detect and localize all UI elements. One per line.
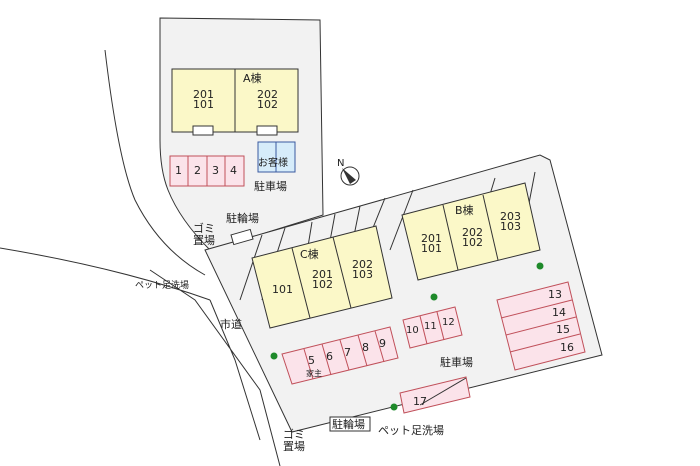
unit-b-203: 203	[500, 210, 521, 223]
parking-slots-10-12: 10 11 12	[402, 306, 463, 349]
unit-b-102: 102	[462, 236, 483, 249]
unit-c-103: 103	[352, 268, 373, 281]
bicycle-label-bottom: 駐輪場	[332, 417, 365, 431]
unit-c-201: 201	[312, 268, 333, 281]
guest-parking-label: お客様	[258, 156, 288, 169]
unit-b-201: 201	[421, 232, 442, 245]
tree-icons	[270, 262, 544, 411]
slot-7: 7	[344, 346, 351, 359]
unit-b-103: 103	[500, 220, 521, 233]
parking-slots-13-16: 13 14 15 16	[496, 281, 586, 371]
slot-1: 1	[175, 164, 182, 177]
slot-13: 13	[548, 288, 562, 301]
slot-8: 8	[362, 341, 369, 354]
parking-slots-1-4: 1 2 3 4	[169, 155, 245, 187]
unit-b-202: 202	[462, 226, 483, 239]
building-c-name: C棟	[300, 247, 319, 261]
slot-15: 15	[556, 323, 570, 336]
guest-parking: お客様	[257, 141, 296, 173]
north-arrow-icon: N	[337, 158, 360, 186]
bicycle-shed	[230, 228, 254, 246]
slot-17-label: 17	[413, 395, 427, 408]
pet-wash-label-left: ペット足洗場	[135, 279, 189, 291]
slot-6: 6	[326, 350, 333, 363]
unit-c-202: 202	[352, 258, 373, 271]
garbage-label-top-1: ゴミ	[193, 221, 215, 235]
unit-101: 101	[193, 98, 214, 111]
slot-14: 14	[552, 306, 566, 319]
garbage-label-top-2: 置場	[193, 234, 215, 247]
slot-4: 4	[230, 164, 237, 177]
slot-11: 11	[424, 321, 437, 332]
parking-label-lower: 駐車場	[440, 355, 473, 369]
svg-text:N: N	[337, 158, 344, 169]
slot-16: 16	[560, 341, 574, 354]
unit-102: 102	[257, 98, 278, 111]
building-a-name: A棟	[243, 71, 262, 85]
road-lines	[0, 49, 281, 466]
unit-202: 202	[257, 88, 278, 101]
unit-c-101: 101	[272, 283, 293, 296]
parking-slots-5-9: 5 6 7 8 9 家主	[281, 326, 399, 385]
parking-label-upper: 駐車場	[254, 179, 287, 193]
bicycle-shed-bottom	[329, 416, 371, 432]
unit-201: 201	[193, 88, 214, 101]
building-a: A棟 201 101 202 102	[171, 68, 299, 136]
garbage-label-bottom-1: ゴミ	[283, 427, 305, 441]
pet-wash-label-bottom: ペット足洗場	[378, 424, 444, 437]
slot-3: 3	[212, 164, 219, 177]
bicycle-label-top: 駐輪場	[226, 211, 259, 225]
city-road-label: 市道	[220, 317, 242, 331]
slot-5: 5	[308, 354, 315, 367]
slot-12: 12	[442, 317, 455, 328]
slot-10: 10	[406, 325, 419, 336]
unit-b-101: 101	[421, 242, 442, 255]
owner-label: 家主	[306, 368, 322, 378]
slot-9: 9	[379, 337, 386, 350]
building-b-name: B棟	[455, 203, 474, 217]
building-b: B棟 201 101 202 102 203 103	[401, 182, 541, 281]
parking-slot-17: 17	[399, 376, 471, 414]
garbage-label-bottom-2: 置場	[283, 440, 305, 453]
building-c: C棟 101 201 102 202 103	[251, 225, 393, 329]
unit-c-102: 102	[312, 278, 333, 291]
slot-2: 2	[194, 164, 201, 177]
